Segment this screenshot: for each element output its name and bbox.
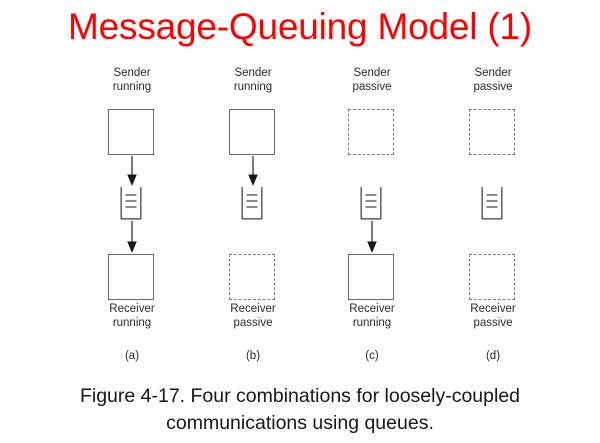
figure-caption-line2: communications using queues. bbox=[166, 412, 434, 434]
sender-label-line1: Sender bbox=[353, 67, 391, 79]
receiver-process-box-d bbox=[469, 254, 515, 300]
page-title: Message-Queuing Model (1) bbox=[68, 6, 532, 47]
message-queue-icon-d bbox=[481, 187, 503, 220]
arrow-queue-to-receiver-c bbox=[366, 221, 378, 253]
receiver-label-line1: Receiver bbox=[230, 303, 276, 315]
sender-label-line1: Sender bbox=[474, 67, 512, 79]
arrow-queue-to-receiver-a bbox=[126, 221, 138, 253]
sender-label-d: Sender passive bbox=[433, 66, 553, 94]
sender-label-line2: passive bbox=[352, 81, 392, 93]
sender-label-c: Sender passive bbox=[312, 66, 432, 94]
message-queue-icon-a bbox=[120, 187, 142, 220]
sender-label-a: Sender running bbox=[72, 66, 192, 94]
diagram-column-b: Sender running Receiver passive (b) bbox=[193, 66, 313, 376]
sender-label-line2: running bbox=[112, 81, 152, 93]
column-letter-a: (a) bbox=[124, 350, 140, 362]
sender-process-box-c bbox=[348, 109, 394, 155]
sender-label-b: Sender running bbox=[193, 66, 313, 94]
sender-label-line1: Sender bbox=[113, 67, 151, 79]
figure-diagram: Sender running Rec bbox=[0, 66, 600, 376]
message-queue-icon-c bbox=[360, 187, 382, 220]
message-queue-icon-b bbox=[241, 187, 263, 220]
column-letter-b: (b) bbox=[245, 350, 261, 362]
sender-process-box-d bbox=[469, 109, 515, 155]
receiver-label-line2: running bbox=[112, 317, 152, 329]
diagram-column-d: Sender passive Receiver passive (d) bbox=[433, 66, 553, 376]
column-letter-c: (c) bbox=[365, 350, 379, 362]
receiver-label-line1: Receiver bbox=[470, 303, 516, 315]
figure-caption-line1: Figure 4-17. Four combinations for loose… bbox=[79, 385, 521, 407]
receiver-label-line1: Receiver bbox=[109, 303, 155, 315]
receiver-label-line2: passive bbox=[473, 317, 513, 329]
column-letter-d: (d) bbox=[485, 350, 501, 362]
arrow-sender-to-queue-b bbox=[247, 156, 259, 186]
receiver-label-b: Receiver passive bbox=[193, 302, 313, 330]
receiver-label-line2: passive bbox=[233, 317, 273, 329]
diagram-column-a: Sender running Rec bbox=[72, 66, 192, 376]
receiver-label-line1: Receiver bbox=[349, 303, 395, 315]
arrow-sender-to-queue-a bbox=[126, 156, 138, 186]
receiver-process-box-c bbox=[348, 254, 394, 300]
receiver-label-a: Receiver running bbox=[72, 302, 192, 330]
diagram-column-c: Sender passive Receiver running (c) bbox=[312, 66, 432, 376]
sender-label-line2: passive bbox=[473, 81, 513, 93]
receiver-label-c: Receiver running bbox=[312, 302, 432, 330]
receiver-label-line2: running bbox=[352, 317, 392, 329]
figure-caption: Figure 4-17. Four combinations for loose… bbox=[0, 383, 600, 437]
sender-label-line1: Sender bbox=[234, 67, 272, 79]
receiver-process-box-a bbox=[108, 254, 154, 300]
sender-process-box-b bbox=[229, 109, 275, 155]
receiver-label-d: Receiver passive bbox=[433, 302, 553, 330]
sender-process-box-a bbox=[108, 109, 154, 155]
receiver-process-box-b bbox=[229, 254, 275, 300]
sender-label-line2: running bbox=[233, 81, 273, 93]
